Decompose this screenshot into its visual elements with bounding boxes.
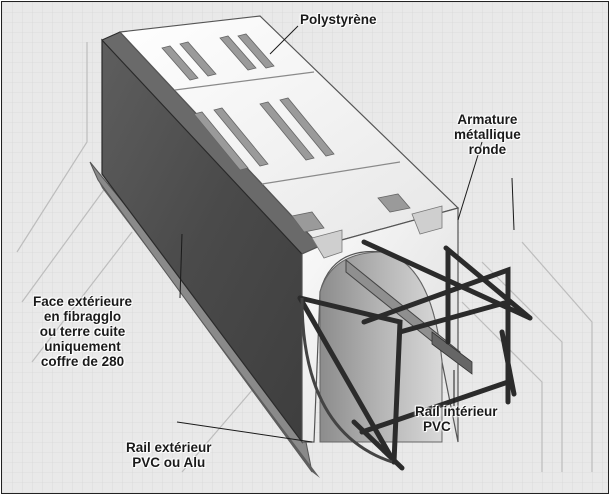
label-polystyrene: Polystyrène <box>300 12 377 27</box>
leader-lines <box>176 25 515 443</box>
label-armature: Armature métallique ronde <box>454 112 521 157</box>
inner-rail <box>345 258 473 375</box>
label-rail-interieur: Rail intérieur PVC <box>415 404 498 434</box>
rebar-ties <box>300 297 393 464</box>
steel-rebar-cage <box>297 239 533 471</box>
label-rail-exterieur: Rail extérieur PVC ou Alu <box>126 440 212 470</box>
label-face-exterieure: Face extérieure en fibragglo ou terre cu… <box>33 294 133 369</box>
